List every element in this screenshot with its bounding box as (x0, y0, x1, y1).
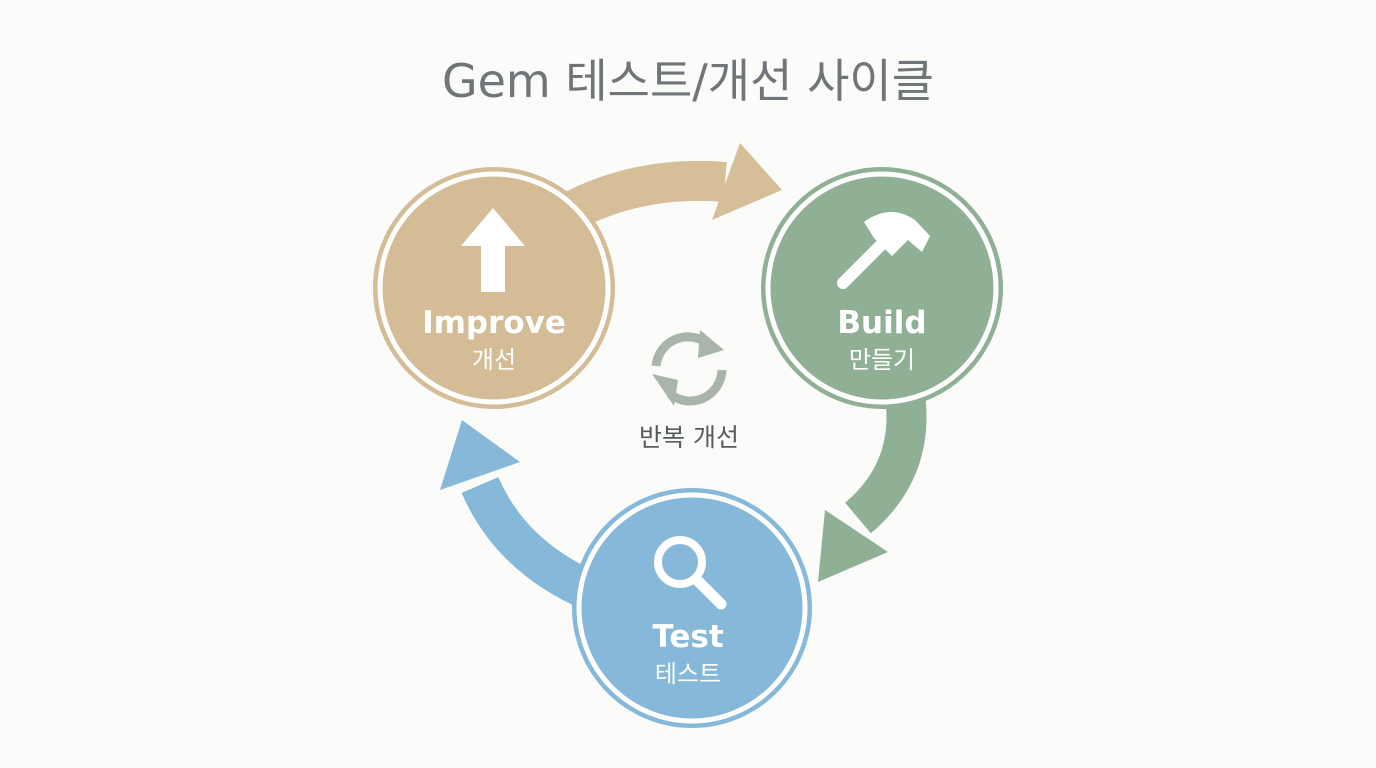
node-improve-label: Improve (422, 305, 566, 341)
hammer-icon (837, 211, 930, 289)
magnifier-icon (654, 536, 727, 610)
arrow-up-icon (461, 208, 525, 292)
node-test-sublabel: 테스트 (655, 660, 721, 688)
arrow-improve-to-build (560, 143, 782, 230)
node-build-label: Build (837, 305, 926, 341)
node-build: Build 만들기 (761, 167, 1003, 409)
node-improve-sublabel: 개선 (472, 346, 516, 374)
arrow-test-to-improve (440, 420, 597, 609)
refresh-icon (651, 330, 727, 406)
node-improve: Improve 개선 (373, 167, 615, 409)
node-test: Test 테스트 (572, 488, 812, 728)
node-test-label: Test (652, 619, 724, 655)
node-build-sublabel: 만들기 (849, 346, 915, 374)
arrow-build-to-test (818, 392, 927, 582)
center-label: 반복 개선 (639, 423, 739, 452)
page-title: Gem 테스트/개선 사이클 (442, 54, 934, 108)
